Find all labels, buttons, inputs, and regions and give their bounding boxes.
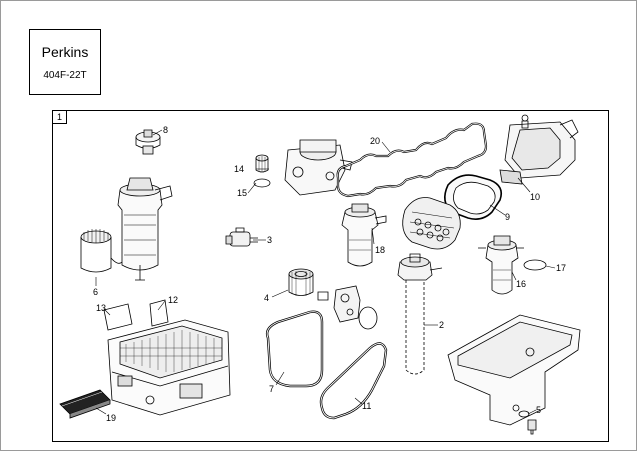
part-o-ring-large[interactable] bbox=[523, 259, 547, 271]
part-fan-belt[interactable] bbox=[265, 310, 324, 388]
part-drain-plug[interactable] bbox=[518, 410, 537, 435]
part-oil-adapter[interactable] bbox=[317, 285, 378, 330]
part-hydraulic-filter[interactable] bbox=[478, 235, 524, 295]
callout-2: 2 bbox=[439, 320, 444, 330]
callout-17: 17 bbox=[556, 263, 566, 273]
callout-18: 18 bbox=[375, 245, 385, 255]
callout-20: 20 bbox=[370, 136, 380, 146]
part-valve-cover-gasket[interactable] bbox=[336, 122, 488, 198]
brand-name: Perkins bbox=[41, 44, 89, 60]
callout-19: 19 bbox=[106, 413, 116, 423]
callout-15: 15 bbox=[237, 188, 247, 198]
part-small-filter[interactable] bbox=[255, 154, 269, 173]
title-block: Perkins 404F-22T bbox=[29, 29, 101, 95]
callout-13: 13 bbox=[96, 303, 106, 313]
panel-tag: 1 bbox=[53, 111, 67, 124]
part-air-filter-element[interactable] bbox=[444, 174, 503, 220]
callout-labels: 8 14 15 20 10 9 18 3 17 16 4 2 6 12 13 7… bbox=[93, 125, 566, 423]
callout-6: 6 bbox=[93, 287, 98, 297]
engine-model: 404F-22T bbox=[43, 70, 87, 81]
part-serpentine-belt[interactable] bbox=[319, 342, 388, 420]
part-air-intake-housing[interactable] bbox=[499, 114, 579, 185]
part-dipstick-tube[interactable] bbox=[397, 253, 443, 375]
part-fuel-filter-assembly[interactable] bbox=[80, 177, 173, 281]
part-fuel-pump-housing[interactable] bbox=[284, 139, 353, 196]
part-cabin-filter[interactable] bbox=[59, 389, 111, 419]
part-oil-filter[interactable] bbox=[288, 268, 314, 296]
leader-lines bbox=[95, 129, 556, 415]
part-fitting[interactable] bbox=[225, 227, 258, 247]
part-filter-pad-12[interactable] bbox=[149, 299, 169, 327]
callout-4: 4 bbox=[264, 293, 269, 303]
callout-3: 3 bbox=[267, 235, 272, 245]
callout-11: 11 bbox=[362, 401, 371, 411]
part-o-ring-small[interactable] bbox=[253, 178, 271, 188]
callout-10: 10 bbox=[530, 192, 540, 202]
callout-5: 5 bbox=[536, 405, 541, 415]
part-filter-bowl[interactable] bbox=[341, 203, 387, 267]
part-heater-box[interactable] bbox=[107, 319, 231, 416]
callout-7: 7 bbox=[269, 384, 274, 394]
callout-16: 16 bbox=[516, 279, 526, 289]
part-oil-filler-cap[interactable] bbox=[135, 129, 161, 155]
part-filter-pad-13[interactable] bbox=[103, 303, 133, 331]
parts-panel: 1 bbox=[52, 110, 609, 442]
part-radial-filter[interactable] bbox=[402, 197, 461, 250]
callout-8: 8 bbox=[163, 125, 168, 135]
callout-12: 12 bbox=[168, 295, 178, 305]
callout-14: 14 bbox=[234, 164, 244, 174]
callout-9: 9 bbox=[505, 212, 510, 222]
part-oil-pan[interactable] bbox=[447, 314, 581, 426]
